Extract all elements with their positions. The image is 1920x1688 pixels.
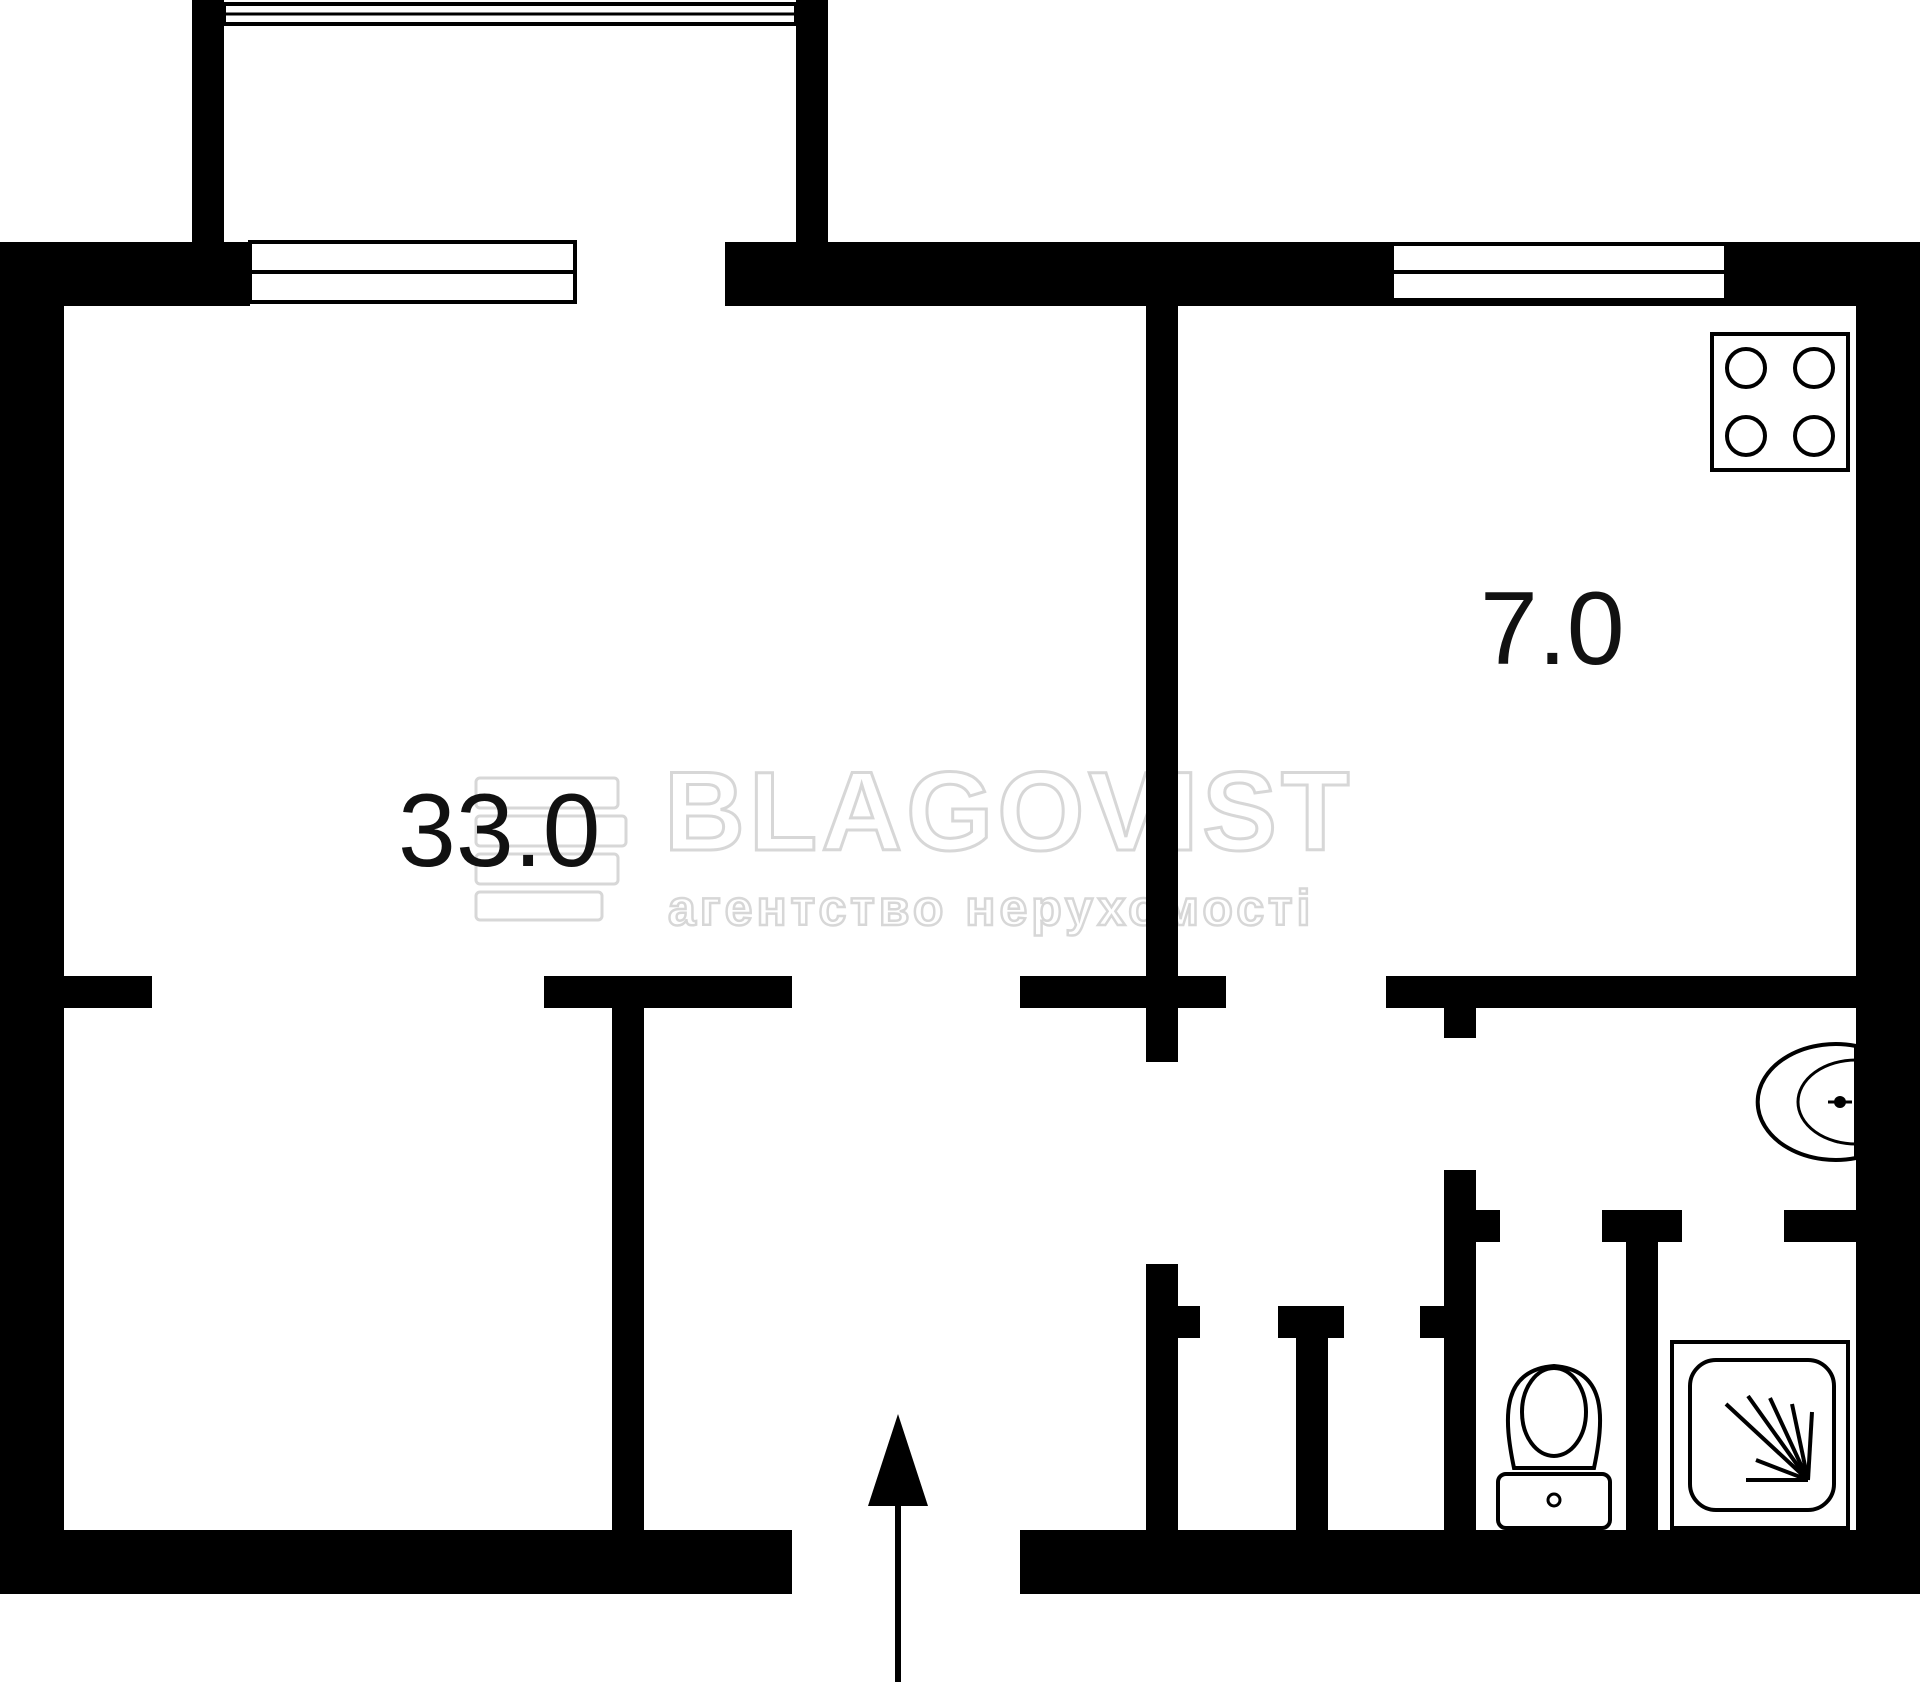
wall-stub-a — [1444, 1006, 1476, 1038]
wall-kitchen-bottom-b — [1386, 976, 1856, 1008]
wall-bath-mid-cap — [1602, 1210, 1682, 1242]
stove-icon — [1710, 332, 1850, 472]
wall-kitchen-bottom-a — [1020, 976, 1226, 1008]
shower-tray-icon — [1670, 1340, 1850, 1530]
window-kitchen — [1390, 242, 1728, 302]
wall-living-kitchen — [1146, 300, 1178, 1062]
wall-closet-mid — [1296, 1338, 1328, 1532]
wall-closet-right-stub — [1420, 1306, 1444, 1338]
wall-closet-left — [1146, 1264, 1178, 1532]
wall-bath-left — [1444, 1170, 1476, 1532]
watermark-logo-icon — [474, 776, 628, 922]
wall-closet — [612, 1006, 644, 1532]
wall-bath-mid — [1626, 1242, 1658, 1532]
wall-bath-right-stub — [1784, 1210, 1856, 1242]
wall-living-bottom-b — [544, 976, 792, 1008]
left-wall — [0, 242, 64, 1594]
bottom-wall-right — [1020, 1530, 1920, 1594]
wall-closet-mid-cap — [1278, 1306, 1344, 1338]
balcony-wall-right — [796, 0, 828, 244]
sink-icon — [1755, 1042, 1858, 1162]
room-area-kitchen: 7.0 — [1480, 571, 1625, 687]
balcony-wall-left — [192, 0, 224, 244]
balcony — [192, 0, 828, 244]
toilet-icon — [1496, 1363, 1612, 1530]
top-wall-right — [725, 242, 1920, 306]
watermark-tagline: агентство нерухомості — [668, 880, 1314, 936]
watermark: BLAGOVIST агентство нерухомості — [474, 748, 1353, 937]
wall-closet-left-stub — [1178, 1306, 1200, 1338]
bottom-wall-left — [0, 1530, 792, 1594]
wall-living-bottom-a — [64, 976, 152, 1008]
entrance-arrow-icon — [868, 1414, 928, 1682]
interior-walls — [64, 300, 1856, 1532]
wall-bath-left-stub — [1476, 1210, 1500, 1242]
watermark-brand: BLAGOVIST — [664, 749, 1353, 874]
room-area-living: 33.0 — [398, 773, 600, 889]
right-wall — [1856, 242, 1920, 1594]
window-living — [248, 240, 577, 304]
